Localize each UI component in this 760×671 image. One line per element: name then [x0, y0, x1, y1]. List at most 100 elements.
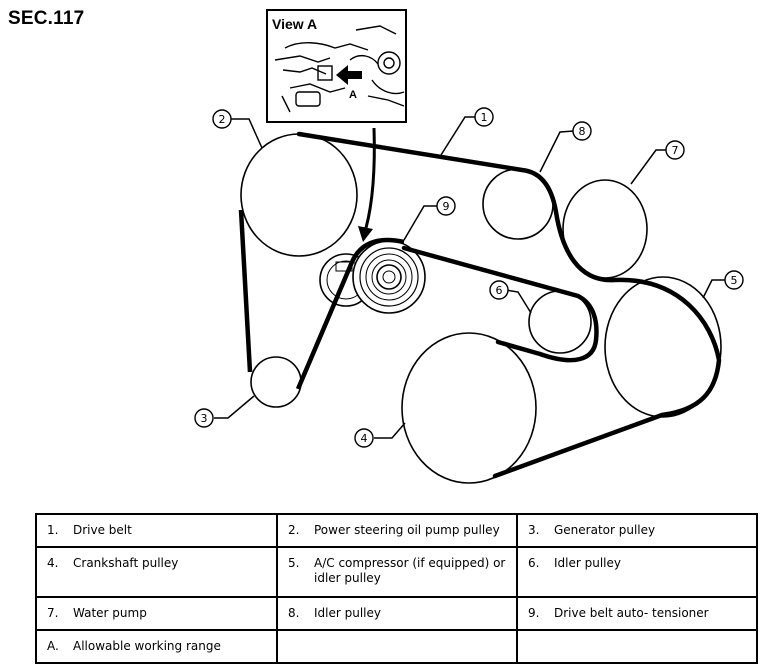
legend-text: Allowable working range [73, 639, 221, 653]
callout-1: 1 [474, 107, 494, 127]
callout-number: 6 [496, 284, 503, 297]
callout-6: 6 [489, 280, 509, 300]
legend-number: 7. [47, 606, 59, 620]
callout-circle [194, 408, 214, 428]
callout-2: 2 [212, 109, 232, 129]
legend-table: 1. Drive belt 2. Power steering oil pump pu… [35, 513, 758, 664]
legend-number: 2. [288, 523, 300, 537]
legend-cell: 3. Generator pulley [516, 513, 758, 548]
legend-entry: 1. Drive belt [37, 515, 276, 545]
section-code: SEC.117 [8, 8, 85, 29]
legend-text: Power steering oil pump pulley [314, 523, 500, 537]
legend-entry: 6. Idler pulley [518, 548, 756, 578]
callout-number: 5 [731, 274, 738, 287]
callout-number: 7 [672, 144, 679, 157]
legend-cell: 5. A/C compressor (if equipped) or idler … [276, 546, 518, 598]
legend-entry: 8. Idler pulley [278, 598, 516, 628]
callout-leader-7 [630, 149, 667, 185]
callout-circle [354, 428, 374, 448]
legend-cell: 8. Idler pulley [276, 596, 518, 631]
legend-row: 7. Water pump 8. Idler pulley 9. Drive belt a… [35, 596, 758, 631]
callout-number: 2 [219, 113, 226, 126]
legend-entry [278, 631, 516, 646]
legend-row: A. Allowable working range [35, 629, 758, 664]
legend-text: Idler pulley [554, 556, 621, 570]
pulley-crankshaft [401, 332, 537, 484]
legend-number: 9. [528, 606, 540, 620]
legend-cell [516, 629, 758, 664]
drive-belt [296, 131, 722, 479]
callout-circle [572, 121, 592, 141]
callout-leader-3 [214, 395, 255, 419]
legend-entry [518, 631, 756, 646]
legend-row: 4. Crankshaft pulley 5. A/C compressor (if … [35, 546, 758, 598]
view-a-engine-sketch [274, 25, 405, 113]
view-a-label: View A [272, 16, 317, 32]
legend-text: Generator pulley [554, 523, 656, 537]
view-a-pointer-line [364, 127, 376, 229]
callout-7: 7 [665, 140, 685, 160]
legend-cell: 1. Drive belt [35, 513, 278, 548]
legend-cell: 4. Crankshaft pulley [35, 546, 278, 598]
legend-entry: 2. Power steering oil pump pulley [278, 515, 516, 545]
callout-5: 5 [724, 270, 744, 290]
callout-circle [665, 140, 685, 160]
drive-belt-tensioner-run [295, 237, 405, 390]
callout-circle [436, 196, 456, 216]
legend-entry: 5. A/C compressor (if equipped) or idler … [278, 548, 516, 593]
callout-circle [212, 109, 232, 129]
callout-circle [489, 280, 509, 300]
legend-entry: 9. Drive belt auto- tensioner [518, 598, 756, 628]
legend-number: 8. [288, 606, 300, 620]
view-a-arrow-icon [336, 65, 362, 85]
legend-text: Crankshaft pulley [73, 556, 179, 570]
callout-leader-6 [505, 289, 532, 314]
legend-number: 1. [47, 523, 59, 537]
callout-leader-8 [539, 130, 575, 173]
legend-number: A. [47, 639, 59, 653]
callout-leader-5 [702, 279, 725, 299]
legend-entry: 7. Water pump [37, 598, 276, 628]
callout-4: 4 [354, 428, 374, 448]
legend-entry: 3. Generator pulley [518, 515, 756, 545]
callout-leader-4 [374, 422, 406, 439]
callout-circle [724, 270, 744, 290]
legend-text: Idler pulley [314, 606, 381, 620]
legend-text: Drive belt auto- tensioner [554, 606, 709, 620]
view-a-marker: A [349, 89, 357, 101]
callout-circle [474, 107, 494, 127]
legend-text: Water pump [73, 606, 147, 620]
legend-number: 6. [528, 556, 540, 570]
legend-number: 4. [47, 556, 59, 570]
legend-row: 1. Drive belt 2. Power steering oil pump pu… [35, 513, 758, 548]
legend-number: 5. [288, 556, 300, 570]
legend-entry: A. Allowable working range [37, 631, 276, 661]
view-a-pointer-arrowhead-icon [358, 226, 373, 242]
legend-text: A/C compressor (if equipped) or idler pu… [314, 556, 506, 585]
pulley-generator [250, 356, 302, 408]
drive-belt-diagram: View A A [194, 9, 744, 484]
callout-number: 4 [361, 432, 368, 445]
callout-leader-1 [440, 116, 476, 156]
callout-8: 8 [572, 121, 592, 141]
pulley-power-steering [240, 133, 358, 257]
legend-cell [276, 629, 518, 664]
callout-number: 3 [201, 412, 208, 425]
legend-cell: 2. Power steering oil pump pulley [276, 513, 518, 548]
legend-cell: 7. Water pump [35, 596, 278, 631]
legend-cell: 6. Idler pulley [516, 546, 758, 598]
drive-belt-left-run [238, 209, 253, 373]
callout-number: 9 [443, 200, 450, 213]
legend-text: Drive belt [73, 523, 132, 537]
legend-cell: 9. Drive belt auto- tensioner [516, 596, 758, 631]
legend-cell: A. Allowable working range [35, 629, 278, 664]
callout-leader-9 [403, 205, 438, 241]
legend-number: 3. [528, 523, 540, 537]
view-a-inset: View A A [266, 9, 407, 123]
callout-leader-2 [231, 118, 263, 149]
callout-number: 8 [579, 125, 586, 138]
callout-9: 9 [436, 196, 456, 216]
callout-number: 1 [481, 111, 488, 124]
callout-3: 3 [194, 408, 214, 428]
legend-entry: 4. Crankshaft pulley [37, 548, 276, 578]
